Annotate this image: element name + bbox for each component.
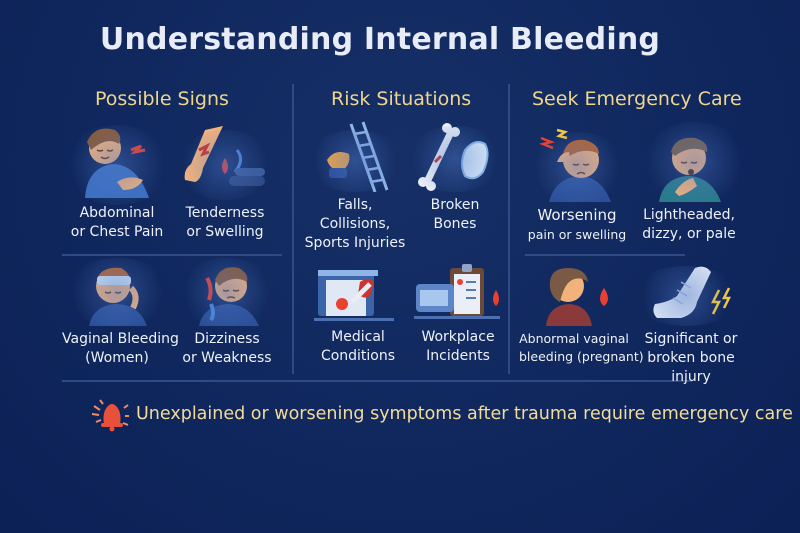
card-significant-broken-bone: Significant or broken bone injury [631,262,746,387]
column-divider [508,84,510,374]
heading-seek-emergency-care: Seek Emergency Care [532,88,742,110]
card-label-line: Tenderness [185,205,265,221]
card-label-line: Abnormal vaginal [519,331,629,346]
heading-risk-situations: Risk Situations [331,88,472,110]
card-tenderness-swelling: Tenderness or Swelling [170,120,280,242]
card-label-line: or Weakness [182,350,272,366]
card-broken-bones: Broken Bones [400,120,510,234]
card-label-line: Lightheaded, [643,207,735,223]
alarm-bell-icon [90,396,130,432]
card-label-line: Conditions [320,348,396,364]
card-label-line: Worsening [537,206,617,224]
card-lightheaded: Lightheaded, dizzy, or pale [634,122,749,244]
card-label-line: (Women) [85,350,149,366]
card-label-line: or Swelling [186,224,264,240]
column-divider [292,84,294,374]
lightheaded-person-icon [639,122,749,202]
person-worsening-pain-icon [527,122,627,202]
bottom-divider [62,380,692,382]
card-vaginal-bleeding-women: Vaginal Bleeding (Women) [62,258,179,368]
emergency-warning-banner: Unexplained or worsening symptoms after … [90,396,793,432]
card-label-line: or Chest Pain [70,224,164,240]
broken-bone-icon [405,120,505,192]
card-label-line: Broken [430,197,480,213]
person-headache-icon [62,258,172,326]
row-divider [525,254,685,256]
card-label-line: dizzy, or pale [642,226,736,242]
card-abnormal-vaginal-bleeding: Abnormal vaginal bleeding (pregnant) [519,262,644,366]
card-label-line: Workplace [421,329,495,345]
card-label-line: Sports Injuries [304,235,406,251]
row-divider [62,254,282,256]
card-label-line: Vaginal Bleeding [62,331,179,347]
card-label-line: Collisions, [319,216,391,232]
card-falls-collisions: Falls, Collisions, Sports Injuries [300,120,410,253]
card-label-line: Medical [331,329,385,345]
card-label-line: Significant or [644,331,738,347]
leg-cast-icon [631,262,741,326]
card-label-line: Falls, [337,197,373,213]
medical-conditions-icon [308,262,408,324]
heading-possible-signs: Possible Signs [95,88,229,110]
page-title: Understanding Internal Bleeding [99,22,661,57]
card-label-line: Bones [433,216,477,232]
clipboard-icon [408,262,508,324]
card-label-line: Abdominal [79,205,155,221]
card-label-line: pain or swelling [527,227,627,242]
dizzy-person-icon [177,258,277,326]
injured-arm-icon [175,120,275,200]
person-chest-pain-icon [62,120,172,205]
card-abdominal-chest-pain: Abdominal or Chest Pain [62,120,172,242]
card-label-line: Dizziness [194,331,260,347]
card-label-line: injury [671,369,711,385]
card-label-line: broken bone [647,350,735,366]
card-workplace-incidents: Workplace Incidents [403,262,513,366]
warning-message: Unexplained or worsening symptoms after … [136,404,793,424]
ladder-fall-icon [305,120,405,192]
card-worsening-pain: Worsening pain or swelling [522,122,632,244]
card-medical-conditions: Medical Conditions [303,262,413,366]
card-label-line: bleeding (pregnant) [519,349,644,364]
card-label-line: Incidents [426,348,490,364]
pregnant-woman-icon [524,262,624,326]
card-dizziness-weakness: Dizziness or Weakness [172,258,282,368]
